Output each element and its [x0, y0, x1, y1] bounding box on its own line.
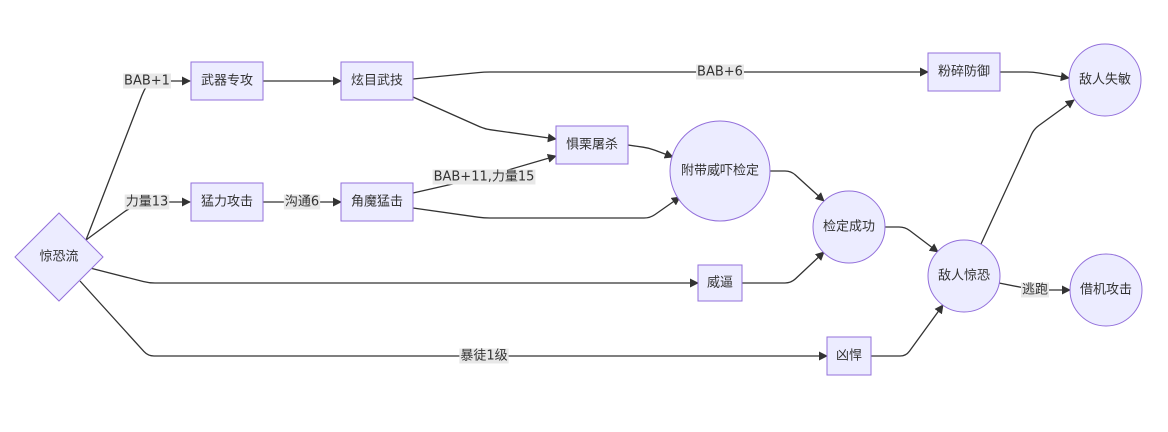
node-circle [1069, 253, 1143, 327]
node-mengligongji[interactable]: 猛力攻击 [190, 182, 264, 222]
node-jiaomomengji[interactable]: 角魔猛击 [340, 182, 414, 222]
edges-layer [79, 67, 1075, 361]
edge-label-text: 暴徒1级 [460, 349, 507, 364]
node-label: 敌人惊恐 [938, 269, 990, 284]
node-box [190, 61, 264, 101]
edge-label-text: 逃跑 [1022, 283, 1048, 298]
node-label: 惊恐流 [39, 250, 78, 265]
node-direnjingkong[interactable]: 敌人惊恐 [927, 239, 1001, 313]
edge-weibi-to-jiandingchenggong [742, 251, 825, 284]
node-circle [927, 239, 1001, 313]
edge-label-text: BAB+11,力量15 [434, 170, 535, 185]
edge-labels-layer: BAB+1 BAB+6 力量13 沟通6 BAB+11,力量15 暴徒1级 逃跑 [123, 64, 1050, 364]
edge-jingkongliu-to-xionghan [79, 280, 828, 361]
edge-label-background [459, 348, 509, 364]
node-label: 威逼 [707, 276, 733, 291]
node-xuanmuwuji[interactable]: 炫目武技 [340, 61, 414, 101]
edge-label-direnjingkong-to-jiejigongji: 逃跑 [1020, 282, 1050, 298]
edge-jiandingchenggong-to-direnjingkong [885, 226, 939, 253]
node-label: 检定成功 [823, 220, 875, 235]
edge-label-background [123, 73, 171, 89]
node-circle [812, 190, 886, 264]
node-box [927, 52, 1001, 92]
node-jiejigongji[interactable]: 借机攻击 [1069, 253, 1143, 327]
edge-fudaiweixiajianding-to-jiandingchenggong [770, 170, 825, 202]
node-xionghan[interactable]: 凶悍 [826, 336, 872, 376]
edge-label-text: 力量13 [126, 195, 169, 210]
edge-label-jingkongliu-to-wuqizhuangong: BAB+1 [123, 73, 171, 89]
node-box [697, 264, 743, 302]
node-label: 武器专攻 [201, 74, 253, 89]
edge-julitusha-to-fudaiweixiajianding [627, 144, 674, 159]
edge-xuanmuwuji-to-fensuifangyu [412, 67, 929, 80]
edge-label-background [283, 194, 321, 210]
edge-direnjingkong-to-direnshimin [980, 99, 1075, 245]
edge-label-background [432, 169, 536, 185]
edge-jingkongliu-to-weibi [89, 267, 699, 288]
node-direnshimin[interactable]: 敌人失敏 [1068, 43, 1142, 117]
edge-xuanmuwuji-to-julitusha [412, 96, 557, 143]
edge-label-jiaomomengji-to-julitusha: BAB+11,力量15 [432, 169, 536, 185]
node-box [340, 182, 414, 222]
node-julitusha[interactable]: 惧栗屠杀 [555, 125, 629, 165]
node-diamond [14, 212, 104, 302]
edge-label-jingkongliu-to-mengligongji: 力量13 [124, 194, 170, 210]
edge-jingkongliu-to-wuqizhuangong [85, 76, 191, 241]
node-fensuifangyu[interactable]: 粉碎防御 [927, 52, 1001, 92]
node-label: 敌人失敏 [1079, 73, 1131, 88]
node-circle [669, 120, 771, 222]
node-box [190, 182, 264, 222]
edge-label-text: BAB+6 [697, 65, 743, 80]
node-circle [1068, 43, 1142, 117]
node-label: 粉碎防御 [938, 64, 990, 80]
node-jiandingchenggong[interactable]: 检定成功 [812, 190, 886, 264]
edge-label-background [124, 194, 170, 210]
node-box [555, 125, 629, 165]
node-label: 借机攻击 [1080, 283, 1132, 298]
node-box [340, 61, 414, 101]
edge-label-background [1020, 282, 1050, 298]
node-wuqizhuangong[interactable]: 武器专攻 [190, 61, 264, 101]
node-jingkongliu[interactable]: 惊恐流 [14, 212, 104, 302]
edge-label-text: 沟通6 [285, 195, 319, 210]
node-label: 凶悍 [836, 349, 862, 364]
node-label: 附带威吓检定 [681, 164, 759, 179]
edge-label-mengligongji-to-jiaomomengji: 沟通6 [283, 194, 321, 210]
edge-label-xuanmuwuji-to-fensuifangyu: BAB+6 [696, 64, 744, 80]
node-label: 炫目武技 [351, 73, 403, 89]
edge-label-background [696, 64, 744, 80]
node-box [826, 336, 872, 376]
edge-label-text: BAB+1 [124, 74, 170, 89]
edge-xionghan-to-direnjingkong [871, 304, 944, 357]
edge-fensuifangyu-to-direnshimin [1000, 71, 1070, 82]
edge-label-jingkongliu-to-xionghan: 暴徒1级 [459, 348, 509, 364]
node-label: 猛力攻击 [201, 195, 253, 210]
node-label: 角魔猛击 [351, 195, 403, 210]
node-fudaiweixiajianding[interactable]: 附带威吓检定 [669, 120, 771, 222]
edge-jiaomomengji-to-fudaiweixiajianding [412, 196, 681, 219]
node-label: 惧栗屠杀 [566, 137, 618, 153]
node-weibi[interactable]: 威逼 [697, 264, 743, 302]
